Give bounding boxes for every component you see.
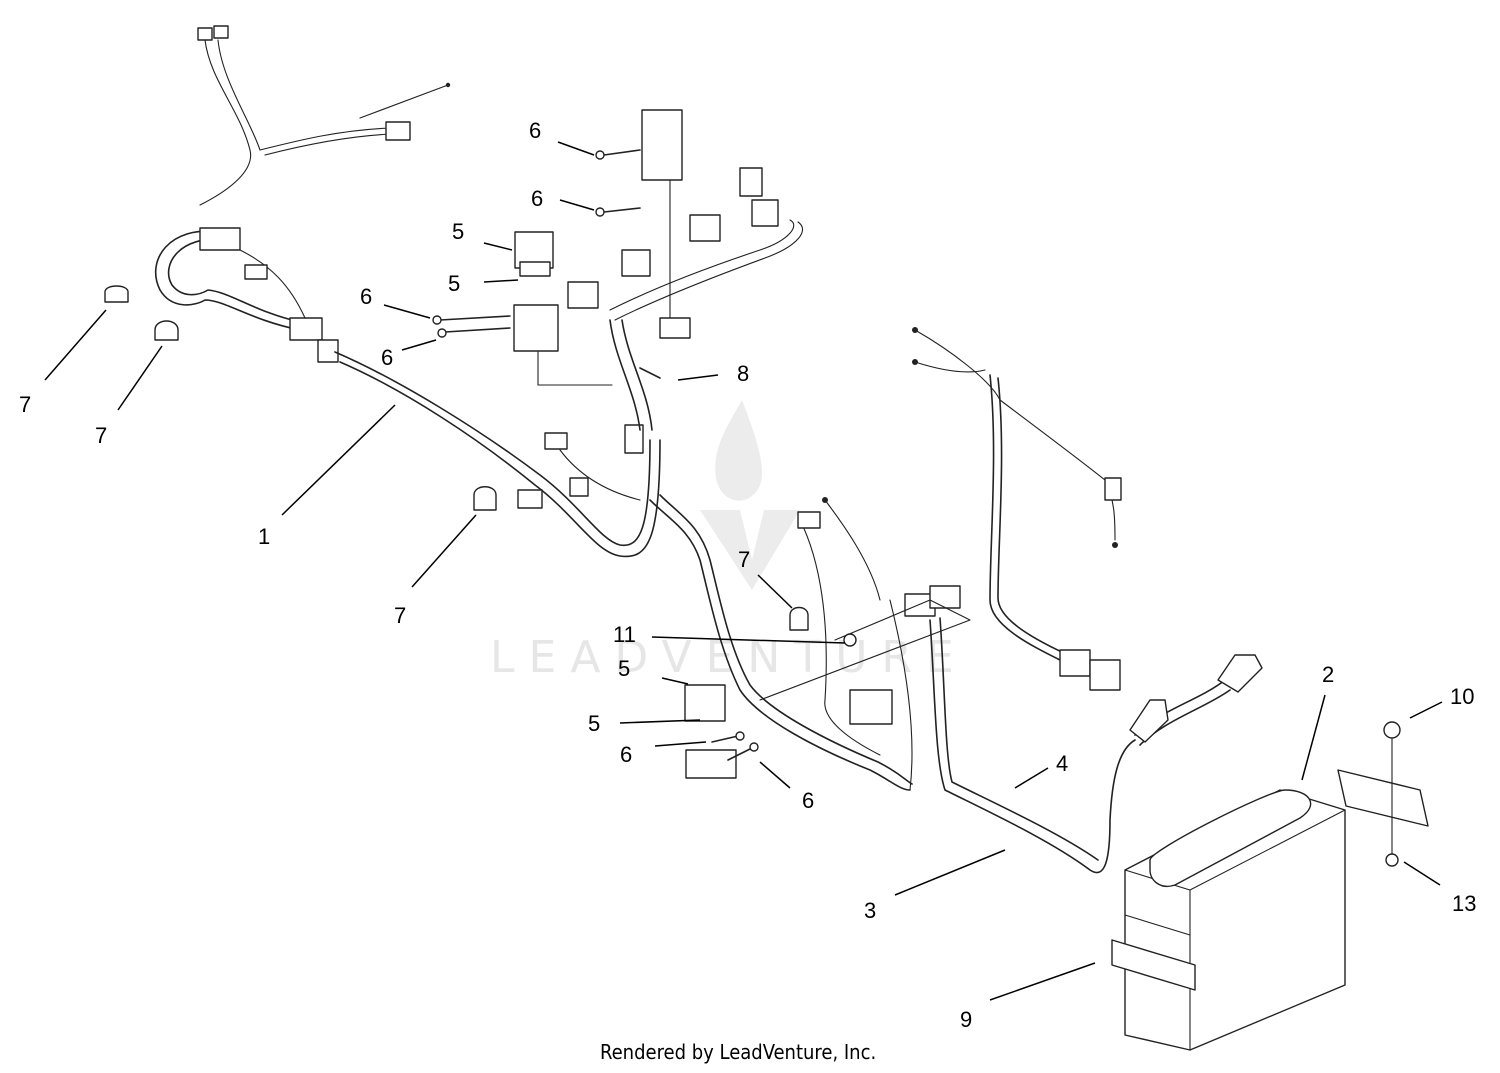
callout-1: 1: [258, 524, 270, 549]
callout-6: 6: [381, 345, 393, 370]
harness-connector: [244, 264, 268, 280]
module-box: [849, 689, 893, 725]
wire-terminal: [445, 82, 451, 88]
upper-relay-group: [432, 149, 661, 386]
harness-connector: [624, 424, 644, 454]
callout-5: 5: [452, 219, 464, 244]
callout-5: 5: [618, 656, 630, 681]
nut-icon: [1385, 853, 1399, 867]
harness-connector: [929, 585, 961, 609]
harness-connector: [544, 432, 568, 450]
callout-5: 5: [448, 271, 460, 296]
harness-splice-boot: [317, 339, 339, 363]
fuse-icon: [843, 633, 857, 647]
screw-icon: [437, 327, 511, 338]
leader-lines: [44, 141, 1443, 1001]
watermark: LEADVENTURE: [490, 400, 968, 683]
terminal-connector: [213, 25, 229, 39]
battery-bracket: [1111, 939, 1196, 991]
callout-6: 6: [620, 742, 632, 767]
callout-13: 13: [1452, 891, 1476, 916]
harness-connector: [1089, 659, 1121, 691]
callout-7: 7: [95, 423, 107, 448]
harness-connector: [689, 214, 721, 242]
clip-icon: [789, 606, 809, 631]
lower-relay-group: [684, 633, 857, 779]
clip-icon: [104, 285, 129, 303]
watermark-text: LEADVENTURE: [490, 632, 968, 683]
mounting-bracket: [1337, 769, 1429, 827]
harness-connector: [739, 167, 763, 197]
cable-tie: [639, 367, 661, 379]
harness-connector: [659, 317, 691, 339]
clip-icon: [154, 320, 179, 341]
callout-5: 5: [588, 711, 600, 736]
callout-8: 8: [737, 361, 749, 386]
screw-icon: [595, 149, 641, 160]
callout-9: 9: [960, 1007, 972, 1032]
callout-7: 7: [19, 392, 31, 417]
callout-labels: 1 2 3 4 5 5 5 5 6 6 6 6 6 6 7 7 7 7 8 9 …: [19, 118, 1476, 1032]
harness-connector: [517, 489, 543, 509]
callout-10: 10: [1450, 684, 1474, 709]
harness-connector: [567, 281, 599, 309]
harness-connector: [621, 249, 651, 277]
callout-6: 6: [802, 788, 814, 813]
render-credit: Rendered by LeadVenture, Inc.: [600, 1040, 876, 1064]
bolt-icon: [1383, 721, 1401, 739]
battery-cable-boot: [1129, 699, 1169, 743]
callout-7: 7: [394, 603, 406, 628]
relay-base: [519, 261, 551, 277]
watermark-logo: [700, 400, 800, 590]
harness-connector: [751, 199, 779, 227]
terminal-connector: [197, 27, 213, 41]
harness-splice-boot: [289, 317, 323, 341]
rear-harness: [759, 327, 1263, 874]
callout-3: 3: [864, 898, 876, 923]
battery-assembly: [1111, 721, 1429, 1051]
callout-6: 6: [529, 118, 541, 143]
harness-connector: [1059, 649, 1091, 677]
harness-connector: [797, 511, 821, 529]
relay: [684, 684, 726, 722]
battery-cable-boot: [1217, 654, 1263, 693]
screw-icon: [432, 315, 511, 325]
harness-connector: [569, 477, 589, 497]
callout-11: 11: [613, 622, 636, 647]
relay-bracket: [641, 109, 683, 181]
clip-icon: [473, 486, 497, 511]
screw-icon: [727, 742, 759, 761]
screw-icon: [595, 207, 641, 217]
callout-2: 2: [1322, 662, 1334, 687]
relay-socket: [513, 304, 559, 352]
callout-4: 4: [1056, 751, 1068, 776]
relay-socket: [685, 749, 737, 779]
harness-connector: [385, 121, 411, 141]
callout-7: 7: [738, 547, 750, 572]
callout-6: 6: [360, 284, 372, 309]
screw-icon: [711, 731, 745, 743]
callout-6: 6: [531, 186, 543, 211]
battery-hold-down: [1149, 789, 1312, 887]
harness-connector: [1104, 477, 1122, 501]
main-harness: [154, 25, 913, 791]
harness-connector: [199, 227, 241, 251]
